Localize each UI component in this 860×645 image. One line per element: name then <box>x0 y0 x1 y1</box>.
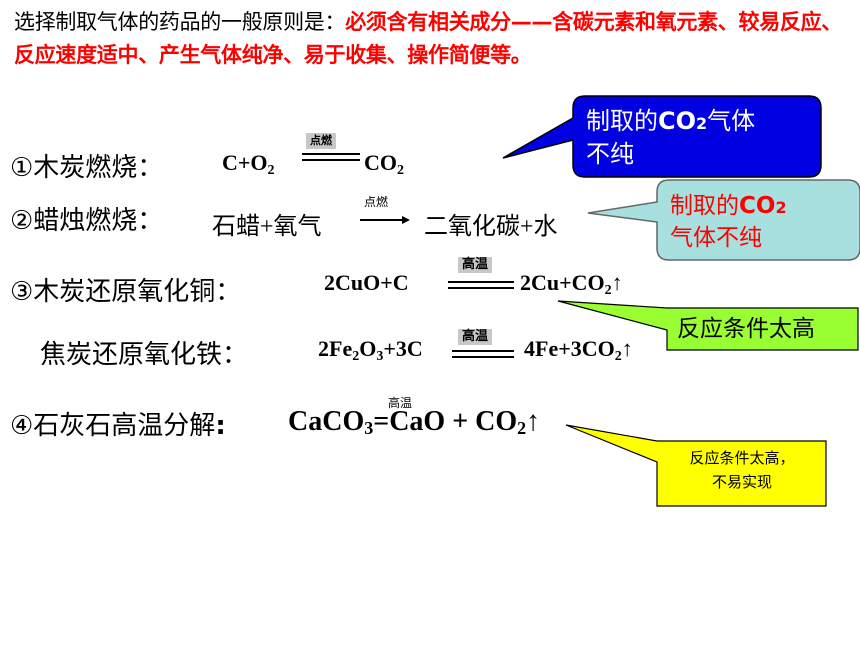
callout-4-shape <box>565 424 827 507</box>
item-5-r1: CaCO <box>288 406 365 437</box>
item-1-product: CO2 <box>364 150 404 179</box>
callout-1: 制取的CO2气体 不纯 <box>586 106 755 169</box>
item-3-product-sub: 2 <box>604 283 612 298</box>
callout-2-text-b: CO <box>739 193 776 219</box>
item-5-condition: 高温 <box>388 396 413 410</box>
item-5-eqsign: = <box>373 406 390 437</box>
callout-2: 制取的CO2 气体不纯 <box>670 191 787 253</box>
callout-2-text-a: 制取的 <box>670 193 739 219</box>
item-4-r-sub2: 3 <box>376 349 384 364</box>
item-2-right: 二氧化碳+水 <box>424 214 558 240</box>
callout-2-shape <box>587 179 860 261</box>
item-4-condition: 高温 <box>458 329 493 345</box>
item-2-arrow-icon <box>360 216 410 224</box>
item-1-product-sub: 2 <box>397 163 404 178</box>
callout-4-line1: 反应条件太高， <box>689 449 795 467</box>
item-3-equals <box>448 281 514 289</box>
item-5-gas-arrow: ↑ <box>526 406 541 437</box>
callout-4-line2: 不易实现 <box>711 473 772 491</box>
callout-1-text-c: 气体 <box>707 107 756 135</box>
item-3-product-text: 2Cu+CO <box>520 270 605 295</box>
item-1-equals <box>302 153 360 161</box>
item-4-product: 4Fe+3CO2↑ <box>524 336 633 365</box>
item-1-reactants-sub: 2 <box>267 163 275 178</box>
item-4-r1: 2Fe <box>318 336 353 361</box>
item-2-label: ②蜡烛燃烧： <box>10 206 164 236</box>
item-1-reactants: C+O2 <box>222 150 275 179</box>
item-5-product: CaO + CO <box>389 406 518 437</box>
callout-3-text: 反应条件太高 <box>677 316 815 342</box>
item-4-product-text: 4Fe+3CO <box>524 336 615 361</box>
item-1-condition: 点燃 <box>306 133 336 149</box>
item-3-gas-arrow: ↑ <box>611 270 623 295</box>
callout-2-line1: 制取的CO2 <box>670 191 787 223</box>
item-2-condition: 点燃 <box>364 195 389 209</box>
item-3-condition: 高温 <box>458 257 493 273</box>
item-2-left: 石蜡+氧气 <box>212 214 322 240</box>
item-1-product-text: CO <box>364 150 397 175</box>
item-4-gas-arrow: ↑ <box>621 336 633 361</box>
item-4-reactants: 2Fe2O3+3C <box>318 336 423 365</box>
callout-1-line1: 制取的CO2气体 <box>586 106 755 139</box>
item-5-r-sub1: 3 <box>364 418 374 438</box>
callout-2-line2: 气体不纯 <box>670 225 762 251</box>
item-3-reactants: 2CuO+C <box>324 270 409 295</box>
item-5-label-text: ④石灰石高温分解 <box>10 411 216 441</box>
item-4-r2: O <box>359 336 377 361</box>
intro-principle: 必须含有相关成分——含碳元素和氧元素、较易反应、反应速度适中、产生气体纯净、易于… <box>14 10 843 67</box>
callout-1-text-sub: 2 <box>696 114 708 133</box>
item-4-r-sub1: 2 <box>352 349 360 364</box>
callout-2-text-sub: 2 <box>775 198 787 217</box>
item-4-product-sub: 2 <box>614 349 622 364</box>
item-3-label: ③木炭还原氧化铜： <box>10 277 242 307</box>
item-4-label: 焦炭还原氧化铁： <box>40 340 249 370</box>
item-3-product: 2Cu+CO2↑ <box>520 270 623 299</box>
item-5-product-sub: 2 <box>517 418 527 438</box>
item-4-equals <box>452 350 514 358</box>
item-1-reactants-text: C+O <box>222 150 268 175</box>
callout-3-shape <box>557 300 859 351</box>
callout-1-shape <box>502 95 822 178</box>
item-5-colon: : <box>215 411 226 441</box>
callout-1-text-a: 制取的 <box>586 107 658 135</box>
item-5-label: ④石灰石高温分解: <box>10 410 226 442</box>
callout-4: 反应条件太高， 不易实现 <box>664 446 820 494</box>
callout-1-line2: 不纯 <box>586 140 634 168</box>
callout-1-text-b: CO <box>658 107 697 135</box>
item-4-r3: +3C <box>383 336 423 361</box>
item-5-equation: CaCO3=CaO + CO2↑ <box>288 406 540 439</box>
intro-paragraph: 选择制取气体的药品的一般原则是：必须含有相关成分——含碳元素和氧元素、较易反应、… <box>14 6 858 72</box>
item-1-label: ①木炭燃烧： <box>10 153 164 183</box>
intro-lead: 选择制取气体的药品的一般原则是： <box>14 10 346 34</box>
